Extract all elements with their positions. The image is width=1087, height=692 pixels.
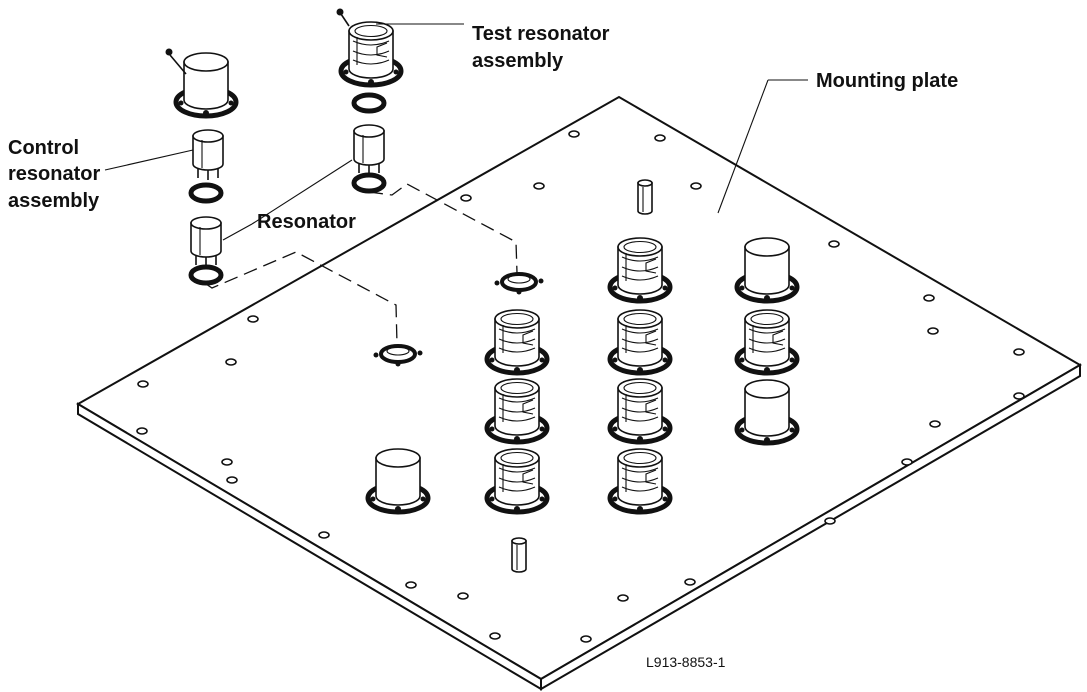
label-mounting-plate: Mounting plate [816, 70, 958, 92]
control-resonator-exploded [165, 48, 237, 284]
control-gasket-lower [191, 267, 221, 283]
label-control-line2: resonator [8, 163, 100, 185]
control-resonator-element [190, 216, 222, 268]
closed-resonator-r1c3 [737, 238, 797, 301]
control-resonator-housing [176, 53, 236, 116]
label-control-line3: assembly [8, 190, 100, 212]
control-gasket-upper [191, 185, 221, 201]
closed-resonator-r3c3 [737, 380, 797, 443]
standoff-bottom [511, 537, 527, 573]
test-screw [336, 8, 344, 16]
coil-resonator-r2c3 [737, 310, 797, 373]
test-gasket-upper [354, 95, 384, 111]
label-control-line1: Control [8, 137, 79, 159]
mounting-plate [76, 95, 1082, 691]
control-inner-resonator [192, 129, 224, 181]
coil-resonator-r2c1 [487, 310, 547, 373]
mounting-holes [136, 130, 1025, 643]
test-resonator-exploded [336, 8, 402, 192]
label-test-resonator-line1: Test resonator [472, 23, 610, 45]
label-test-resonator-line2: assembly [472, 50, 564, 72]
label-resonator: Resonator [257, 211, 356, 233]
coil-resonator-r3c2 [610, 379, 670, 442]
coil-resonator-r4c1 [487, 449, 547, 512]
test-gasket-lower [354, 175, 384, 191]
leader-lines [104, 23, 808, 241]
control-screw [165, 48, 173, 56]
coil-resonator-r1c2 [610, 238, 670, 301]
coil-resonator-r4c2 [610, 449, 670, 512]
closed-resonator-r4c0 [368, 449, 428, 512]
test-resonator-element [353, 124, 385, 176]
coil-resonator-r2c2 [610, 310, 670, 373]
figure-number: L913-8853-1 [646, 654, 726, 670]
assembly-dashed-lines [205, 183, 518, 345]
test-resonator-housing [341, 22, 401, 85]
coil-resonator-r3c1 [487, 379, 547, 442]
standoff-top [637, 179, 653, 215]
